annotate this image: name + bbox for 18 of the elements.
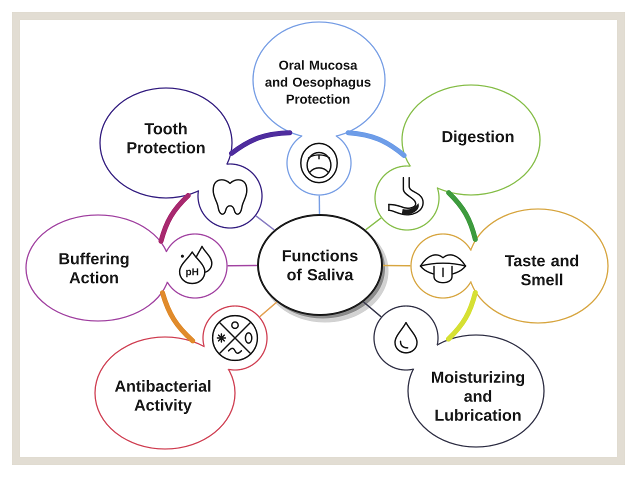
connector-line [259,302,278,318]
connector-line [383,264,410,266]
icon-circle [202,305,268,371]
connector-line [318,196,320,214]
icon-circle [373,305,439,371]
node-label: pH [186,268,198,278]
icon-circle [374,165,440,231]
connector-line [228,264,258,266]
center-bubble: Functions of Saliva [257,214,388,322]
text-bubble: Antibacterial Activity [94,336,236,450]
text-bubble: Digestion [401,84,541,196]
text-bubble: Moisturizing and Lubrication [407,334,545,448]
connector-line [365,217,382,230]
text-bubble: Tooth Protection [99,87,233,199]
connector-arc [346,130,407,158]
icon-circle [197,163,263,229]
connector-line [255,215,275,231]
connector-line [363,301,382,318]
